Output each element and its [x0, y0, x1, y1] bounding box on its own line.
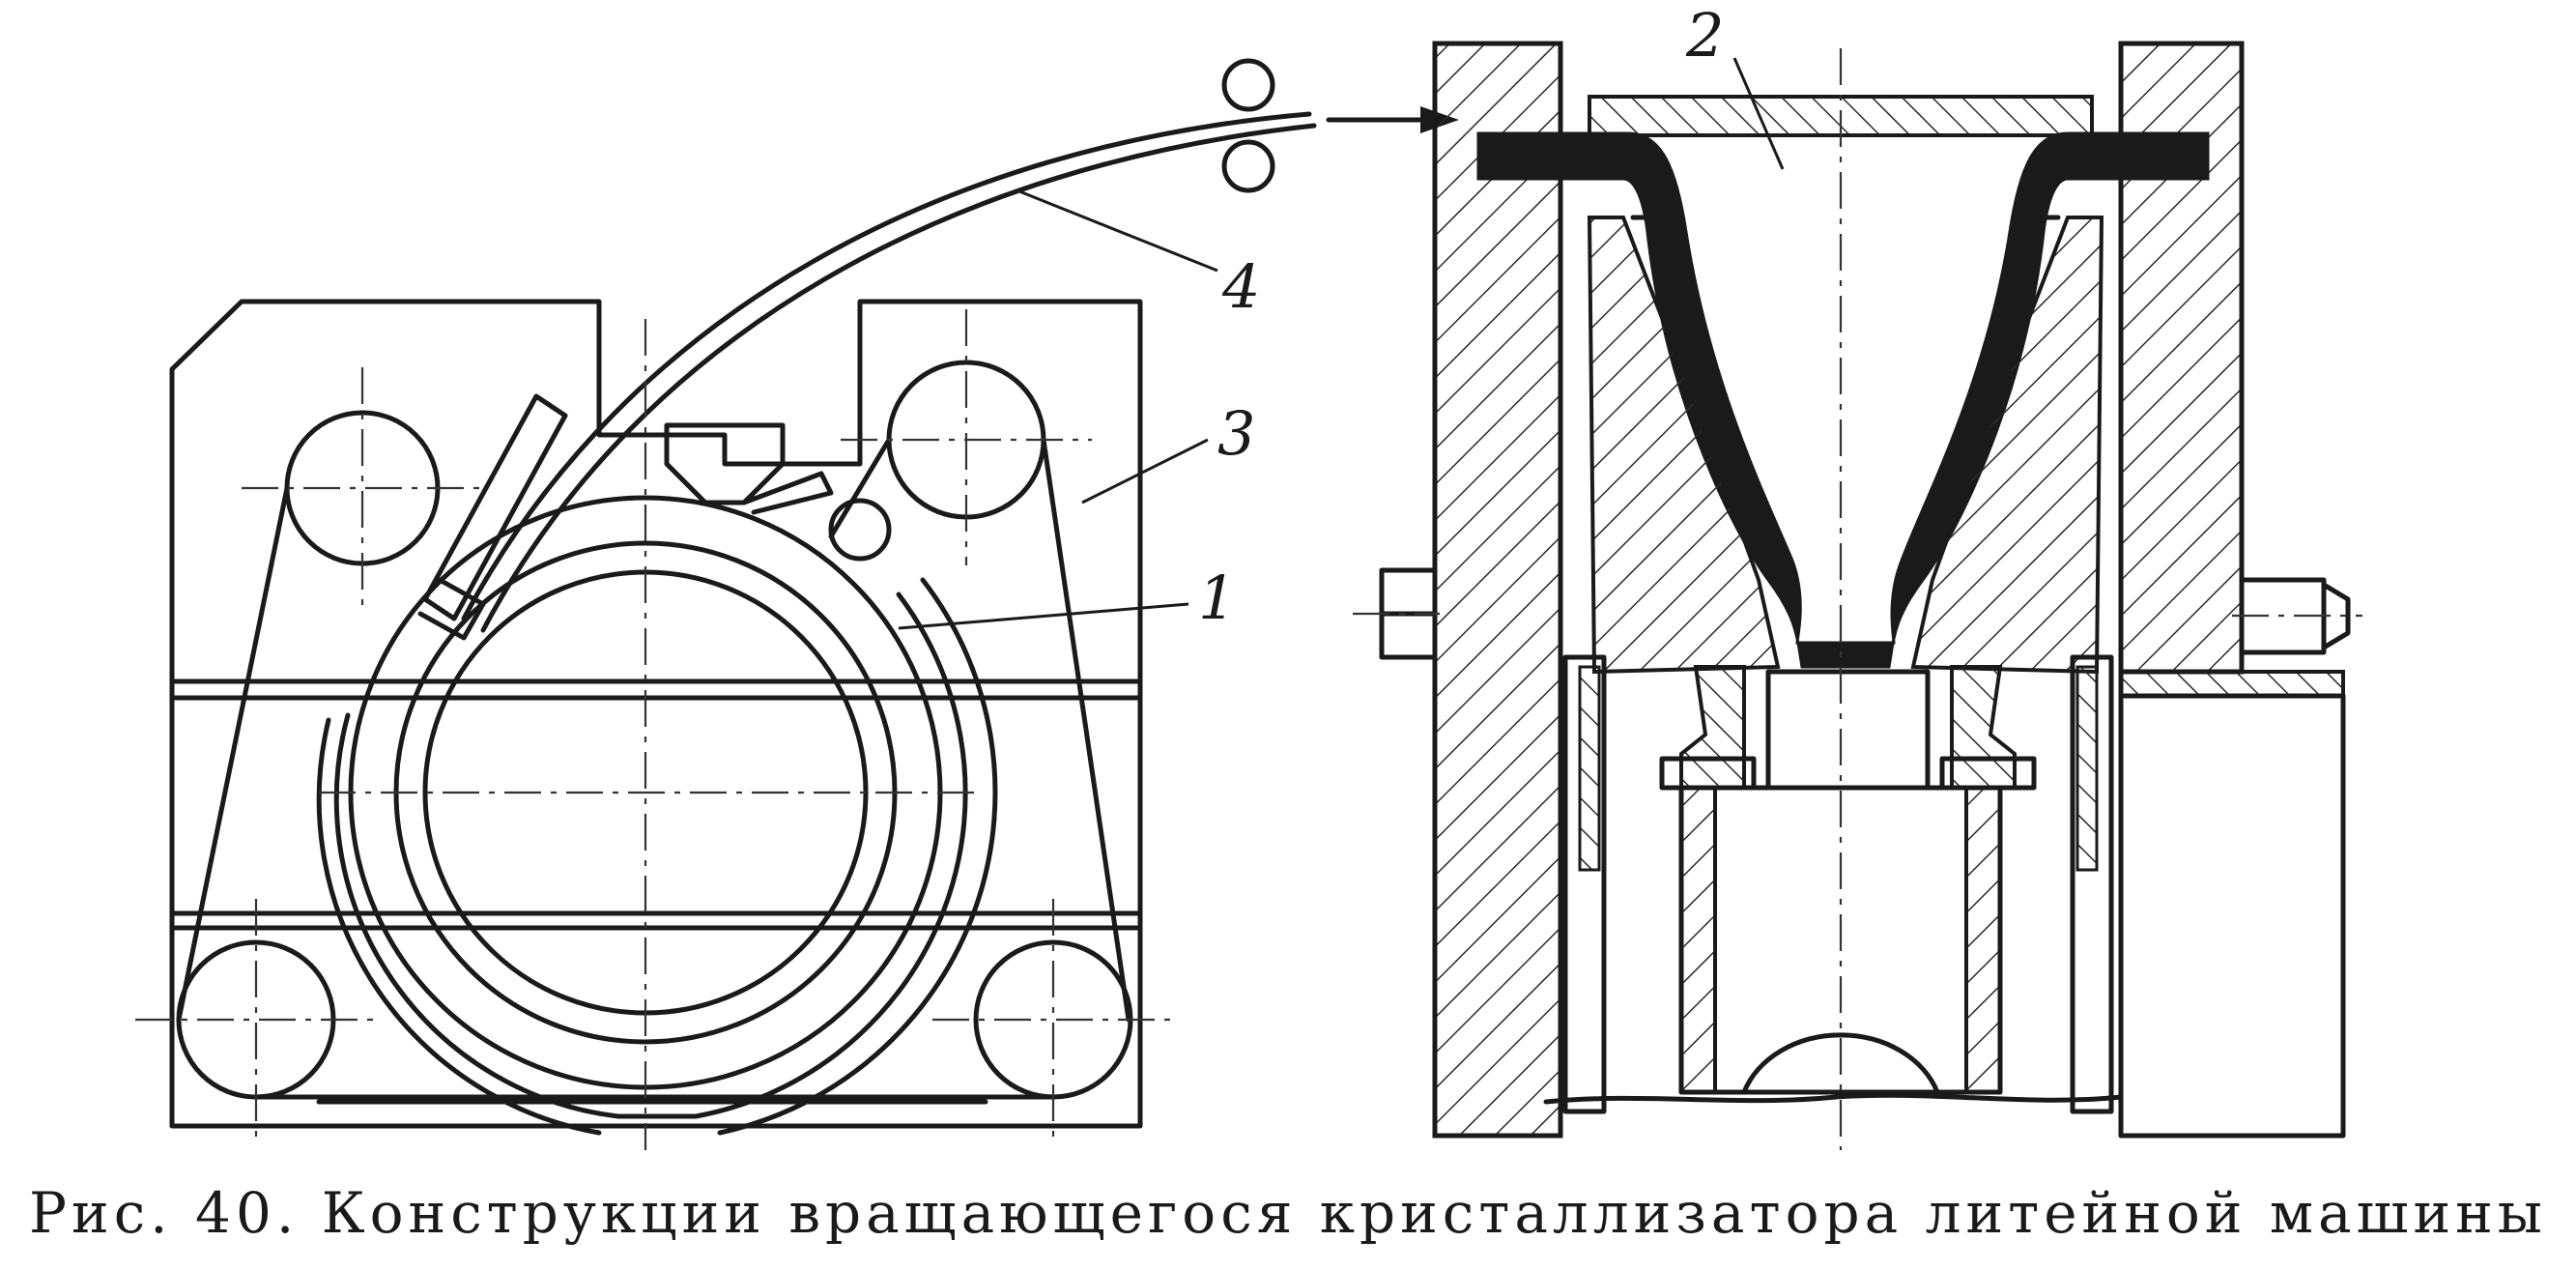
left-wall — [1432, 41, 1563, 1139]
casting-channel-2 — [717, 577, 998, 1136]
figure-caption: Рис. 40. Конструкции вращающегося криста… — [29, 1180, 2547, 1246]
left-sleeve — [1562, 654, 1607, 1114]
tube-bottom-arc — [1741, 1032, 1940, 1095]
label-3: 3 — [1217, 398, 1255, 469]
pinch-roller-bottom — [1221, 139, 1275, 193]
left-clamp — [1679, 665, 1746, 790]
cast-metal-profile — [1476, 131, 2210, 669]
right-sleeve — [2070, 654, 2114, 1114]
right-base-plate — [2119, 670, 2345, 698]
casting-machine-drawing: 4 3 1 — [135, 0, 2362, 1150]
label-4: 4 — [1221, 251, 1260, 322]
casting-channel-4 — [316, 717, 602, 1136]
right-clamp — [1950, 665, 2017, 790]
tube-wall-left — [1679, 786, 1717, 1094]
label-2: 2 — [1685, 0, 1724, 71]
tube-wall-right — [1964, 786, 2002, 1094]
pinch-roller-top — [1221, 58, 1275, 112]
left-sleeve-hatch — [1578, 665, 1601, 872]
casting-channel-1 — [669, 592, 968, 1119]
left-view-machine: 4 3 1 — [135, 58, 1459, 1150]
piston-head — [1765, 669, 1931, 791]
guide-roller — [828, 498, 892, 562]
label-1: 1 — [1198, 563, 1236, 633]
strip-guide — [417, 393, 568, 641]
right-view-section: 2 — [1353, 0, 2362, 1150]
casting-channel-3 — [333, 712, 679, 1119]
cast-strip — [461, 111, 1312, 621]
belt — [176, 437, 1131, 1100]
machine-frame — [169, 299, 1143, 1129]
right-wedge — [1910, 216, 2104, 675]
right-sleeve-hatch — [2075, 665, 2099, 872]
